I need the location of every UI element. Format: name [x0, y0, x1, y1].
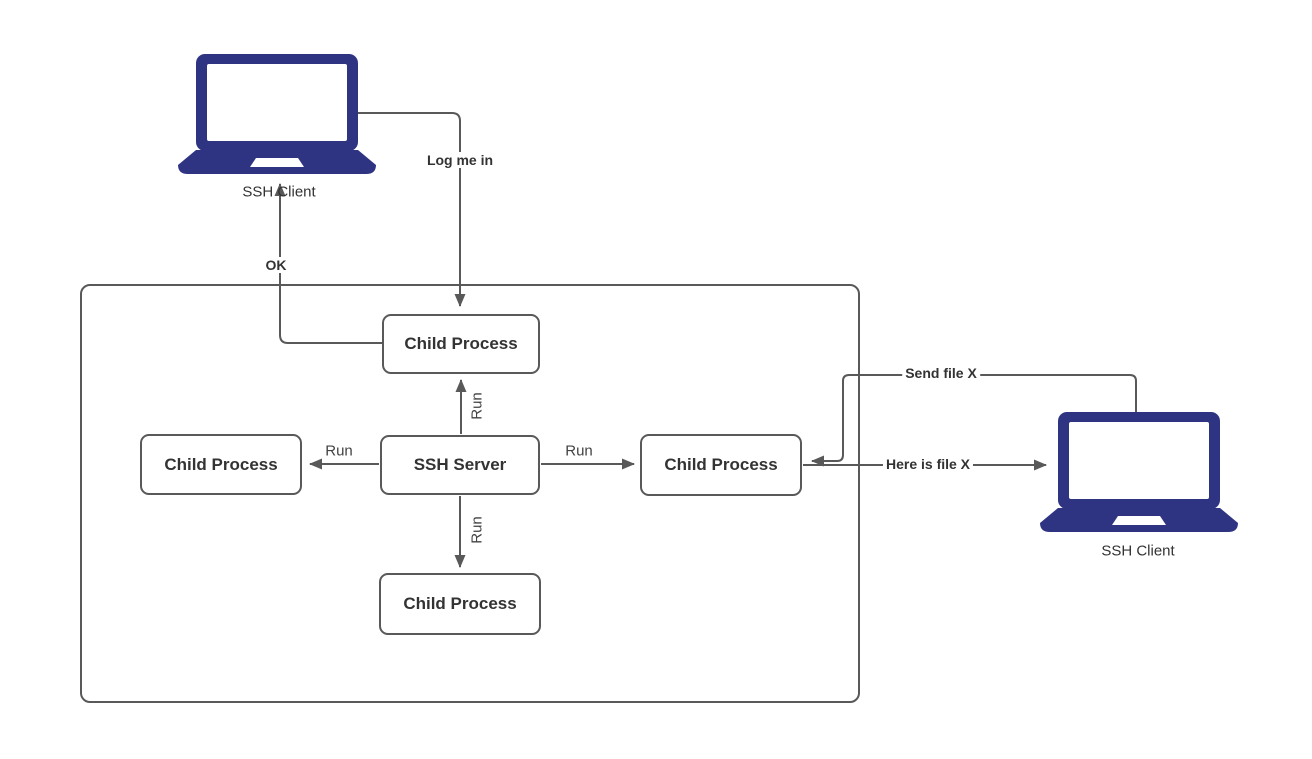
laptop-icon [178, 54, 376, 175]
edge-label-log-me-in: Log me in [423, 152, 497, 168]
node-label: SSH Server [413, 455, 507, 474]
node-label: Child Process [403, 594, 517, 613]
node-child-process-top: Child Process [382, 314, 540, 374]
edge-log-me-in [358, 112, 466, 307]
laptop-icon [1040, 412, 1238, 533]
node-child-process-right: Child Process [640, 434, 802, 496]
edge-ok [274, 183, 382, 344]
edge-send-file-x [811, 374, 1137, 467]
edge-label-run-up: Run [468, 390, 486, 422]
edge-label-run-left: Run [323, 442, 355, 460]
edge-label-run-down: Run [468, 514, 486, 546]
node-label: Child Process [664, 455, 778, 474]
node-child-process-bottom: Child Process [379, 573, 541, 635]
node-child-process-left: Child Process [140, 434, 302, 495]
node-label: Child Process [404, 334, 518, 353]
node-ssh-server: SSH Server [380, 435, 540, 495]
node-label: Child Process [164, 454, 278, 474]
edge-label-run-right: Run [563, 442, 595, 460]
edge-label-send-file-x: Send file X [902, 365, 980, 381]
ssh-client-label-left: SSH Client [242, 183, 316, 201]
ssh-client-label-right: SSH Client [1101, 542, 1175, 560]
edge-label-here-is-file-x: Here is file X [882, 456, 974, 472]
edge-label-ok: OK [262, 257, 290, 273]
